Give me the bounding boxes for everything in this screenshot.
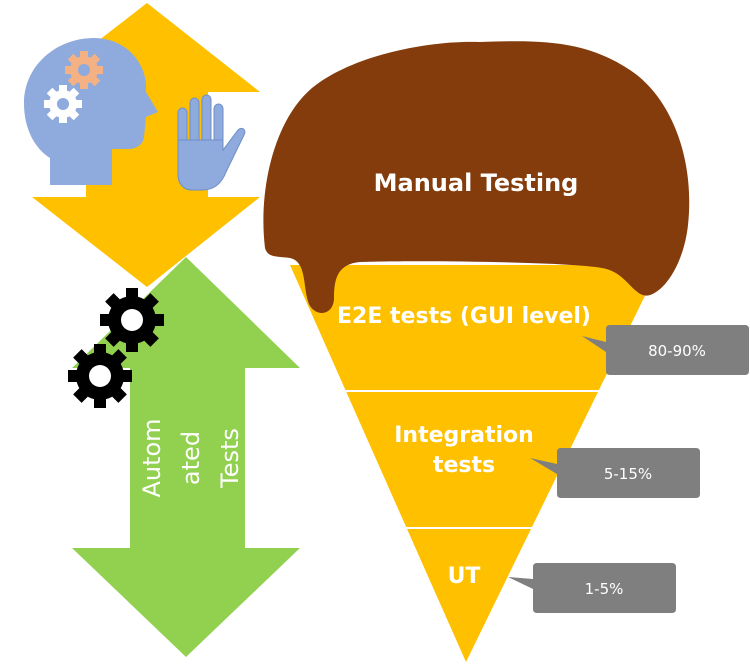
cone-body bbox=[290, 265, 660, 662]
callout-e2e-value: 80-90% bbox=[648, 342, 706, 360]
callout-ut-value: 1-5% bbox=[585, 580, 624, 598]
callout-e2e: 80-90% bbox=[582, 325, 749, 375]
callout-ut: 1-5% bbox=[508, 563, 676, 613]
manual-testing-label: Manual Testing bbox=[374, 169, 579, 197]
layer-label-ut: UT bbox=[448, 564, 481, 589]
ice-cream-cone bbox=[290, 265, 660, 662]
hand-icon bbox=[177, 94, 246, 191]
head-with-gears-icon bbox=[24, 38, 158, 185]
layer-label-e2e: E2E tests (GUI level) bbox=[337, 304, 591, 329]
layer-label-integration-line-1: Integration bbox=[394, 423, 534, 448]
automated-double-arrow: Autom ated Tests bbox=[72, 257, 300, 657]
layer-label-integration-line-2: tests bbox=[433, 453, 495, 478]
green-double-arrow-shape bbox=[72, 257, 300, 657]
automated-label-line-2: ated bbox=[177, 431, 205, 485]
callout-integration: 5-15% bbox=[530, 448, 700, 498]
chocolate-scoop bbox=[263, 41, 690, 313]
callout-integration-value: 5-15% bbox=[604, 465, 652, 483]
automated-label-line-1: Autom bbox=[138, 418, 166, 497]
gears-icon bbox=[68, 288, 164, 408]
automated-label-line-3: Tests bbox=[216, 428, 244, 489]
